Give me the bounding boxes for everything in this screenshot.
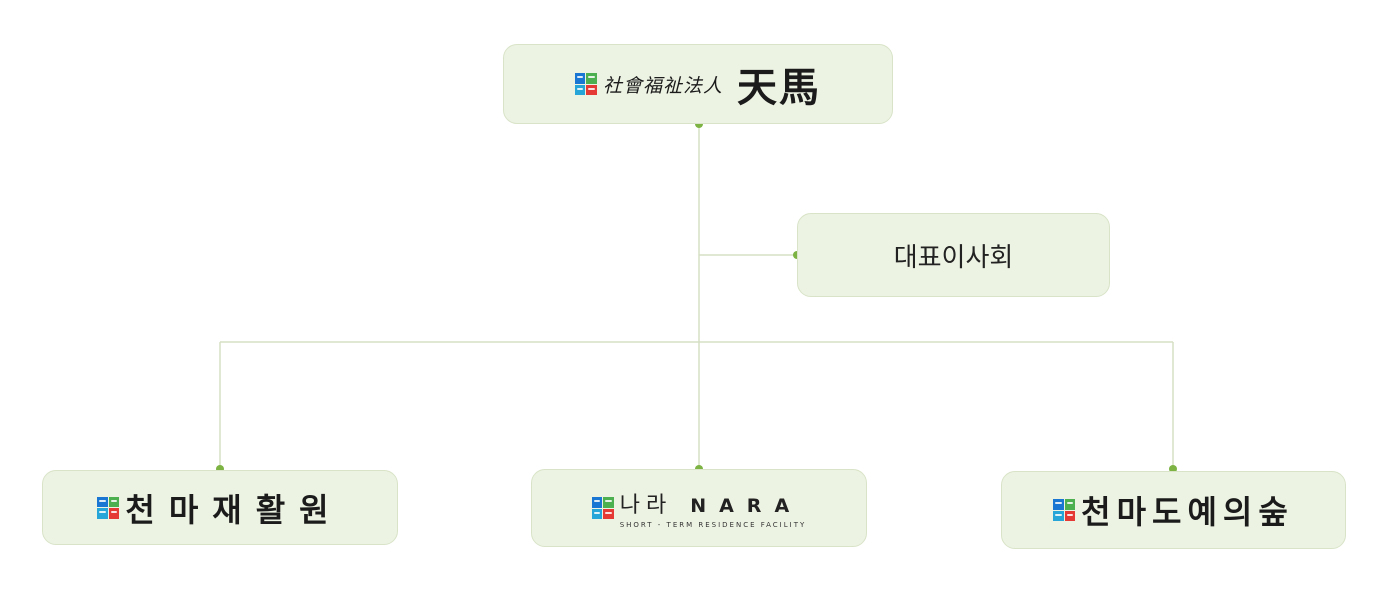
node-nara-facility: 나라 NARA SHORT - TERM RESIDENCE FACILITY [531,469,867,547]
node-board-of-directors: 대표이사회 [797,213,1110,297]
cheonma-rehab-title: 천마재활원 [125,490,343,529]
node-cheonma-ceramics-forest: 천마도예의숲 [1001,471,1346,549]
foundation-title: 天馬 [737,64,821,111]
nara-tagline: SHORT - TERM RESIDENCE FACILITY [619,521,807,529]
four-color-square-logo-icon [574,73,597,95]
four-color-square-logo-icon [97,496,120,519]
foundation-subtitle: 社會福祉法人 [602,74,723,97]
ceramics-forest-title: 천마도예의숲 [1081,493,1294,531]
four-color-square-logo-icon [591,497,614,519]
board-label: 대표이사회 [893,242,1014,273]
node-cheonma-rehab: 천마재활원 [42,470,398,545]
nara-english-title: NARA [690,495,803,517]
four-color-square-logo-icon [1053,499,1076,521]
nara-korean-title: 나라 [619,493,673,518]
node-top-foundation: 社會福祉法人 天馬 [503,44,893,124]
